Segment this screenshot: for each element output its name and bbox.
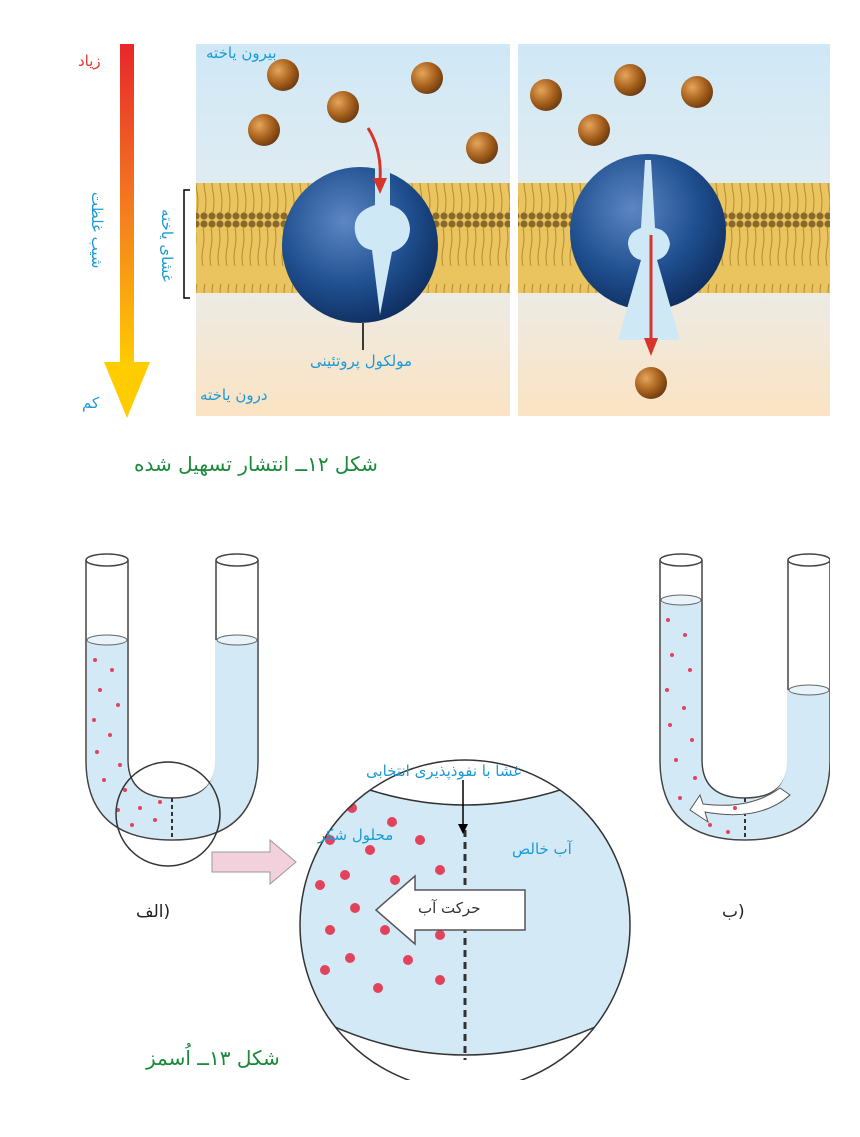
solute-particle bbox=[327, 91, 359, 123]
water-movement-label: حرکت آب bbox=[418, 899, 481, 917]
pure-water-label: آب خالص bbox=[512, 840, 572, 858]
gradient-low-label: کم bbox=[82, 394, 100, 412]
panel-right-channel-open-bottom bbox=[518, 44, 830, 416]
inside-cell-label: درون یاخته bbox=[200, 386, 268, 404]
membrane-bracket bbox=[183, 189, 190, 299]
solute-particle bbox=[411, 62, 443, 94]
figure-13-diagram bbox=[85, 553, 830, 1080]
solute-particle bbox=[248, 114, 280, 146]
magnified-view bbox=[299, 759, 631, 1080]
protein-molecule-label: مولکول پروتئینی bbox=[310, 352, 413, 370]
solute-particle bbox=[578, 114, 610, 146]
figure-13-caption: شکل ۱۳ــ اُسمز bbox=[146, 1046, 280, 1070]
solute-particle bbox=[681, 76, 713, 108]
concentration-gradient-label: شیب غلظت bbox=[88, 191, 106, 269]
protein-molecule-left bbox=[282, 167, 438, 323]
semipermeable-membrane-label: غشا با نفوذپذیری انتخابی bbox=[366, 762, 522, 780]
outside-cell-label: بیرون یاخته bbox=[206, 44, 277, 62]
zoom-arrow bbox=[211, 838, 297, 886]
particle-path-arrow bbox=[366, 127, 382, 181]
panel-b-label: ب) bbox=[722, 902, 745, 922]
figure-12-caption: شکل ۱۲ــ انتشار تسهیل شده bbox=[134, 452, 378, 476]
solute-particle bbox=[267, 59, 299, 91]
solute-particle bbox=[614, 64, 646, 96]
figure-12-diagram bbox=[104, 44, 830, 418]
cell-membrane-label: غشای یاخته bbox=[158, 208, 176, 282]
solute-particle bbox=[466, 132, 498, 164]
concentration-gradient-arrow bbox=[104, 44, 150, 418]
u-tube-b bbox=[659, 553, 830, 841]
u-tube-a bbox=[85, 553, 259, 867]
solute-particle bbox=[635, 367, 667, 399]
magnifier-circle bbox=[115, 761, 221, 867]
panel-a-label: الف) bbox=[136, 902, 171, 922]
solute-particle bbox=[530, 79, 562, 111]
gradient-high-label: زیاد bbox=[78, 52, 101, 70]
sugar-solution-label: محلول شکر bbox=[318, 826, 394, 844]
panel-left-channel-open-top bbox=[196, 44, 510, 416]
water-movement-arrow bbox=[374, 874, 526, 946]
